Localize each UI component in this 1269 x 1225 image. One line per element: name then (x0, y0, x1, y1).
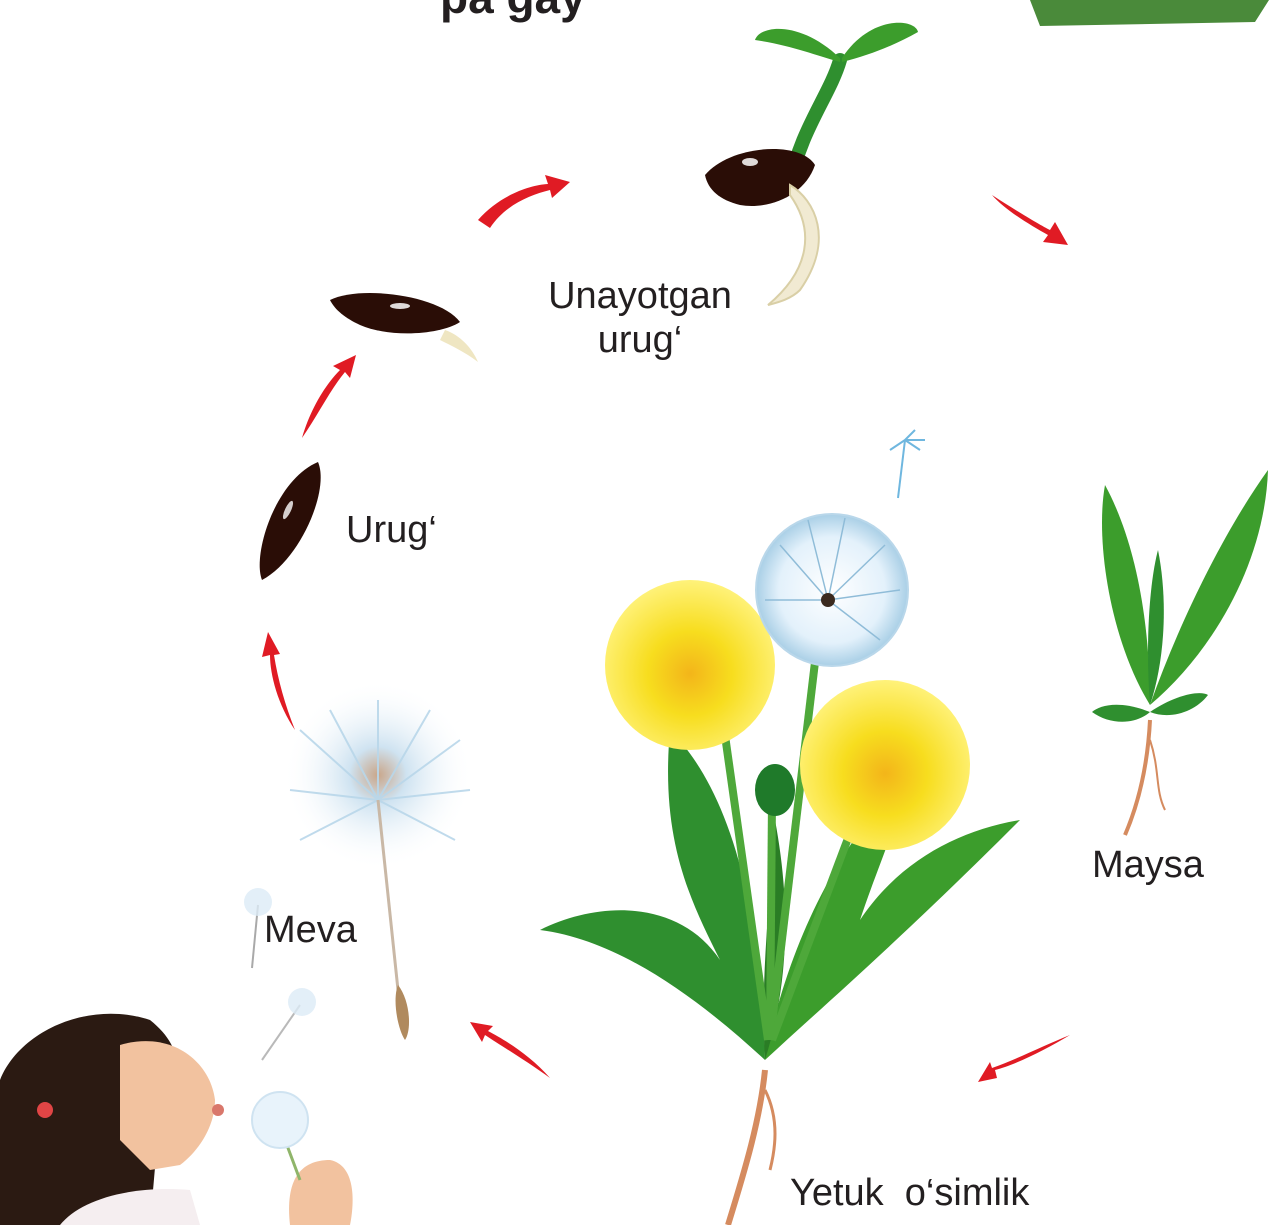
swelling-seed-illustration (330, 293, 478, 362)
label-germinating-seed-line2: urug‘ (540, 318, 740, 362)
label-fruit: Meva (264, 908, 357, 952)
germinating-seed-illustration (705, 23, 918, 305)
label-germinating-seed-line1: Unayotgan (540, 274, 740, 318)
dandelion-fruit-illustration (283, 680, 473, 1040)
dandelion-flower-left (605, 580, 775, 750)
arrow-icon (302, 355, 356, 438)
dandelion-seed-head (756, 514, 908, 666)
mature-plant-illustration (540, 514, 1020, 1225)
arrow-icon (262, 632, 295, 730)
label-mature-plant: Yetuk o‘simlik (790, 1171, 1029, 1215)
arrow-icon (978, 1035, 1070, 1082)
dandelion-flower-right (800, 680, 970, 850)
girl-blowing-dandelion-illustration (0, 1014, 353, 1225)
label-seedling: Maysa (1092, 843, 1204, 887)
arrow-icon (470, 1022, 550, 1078)
arrow-icon (992, 195, 1068, 245)
label-germinating-seed: Unayotgan urug‘ (540, 274, 740, 362)
arrow-icon (478, 175, 570, 228)
seed-illustration (260, 462, 321, 580)
label-seed: Urug‘ (346, 508, 437, 552)
seedling-illustration (1092, 470, 1268, 835)
page-title-fragment: pa gay (440, 0, 586, 24)
corner-leaf-fragment (1030, 0, 1269, 26)
